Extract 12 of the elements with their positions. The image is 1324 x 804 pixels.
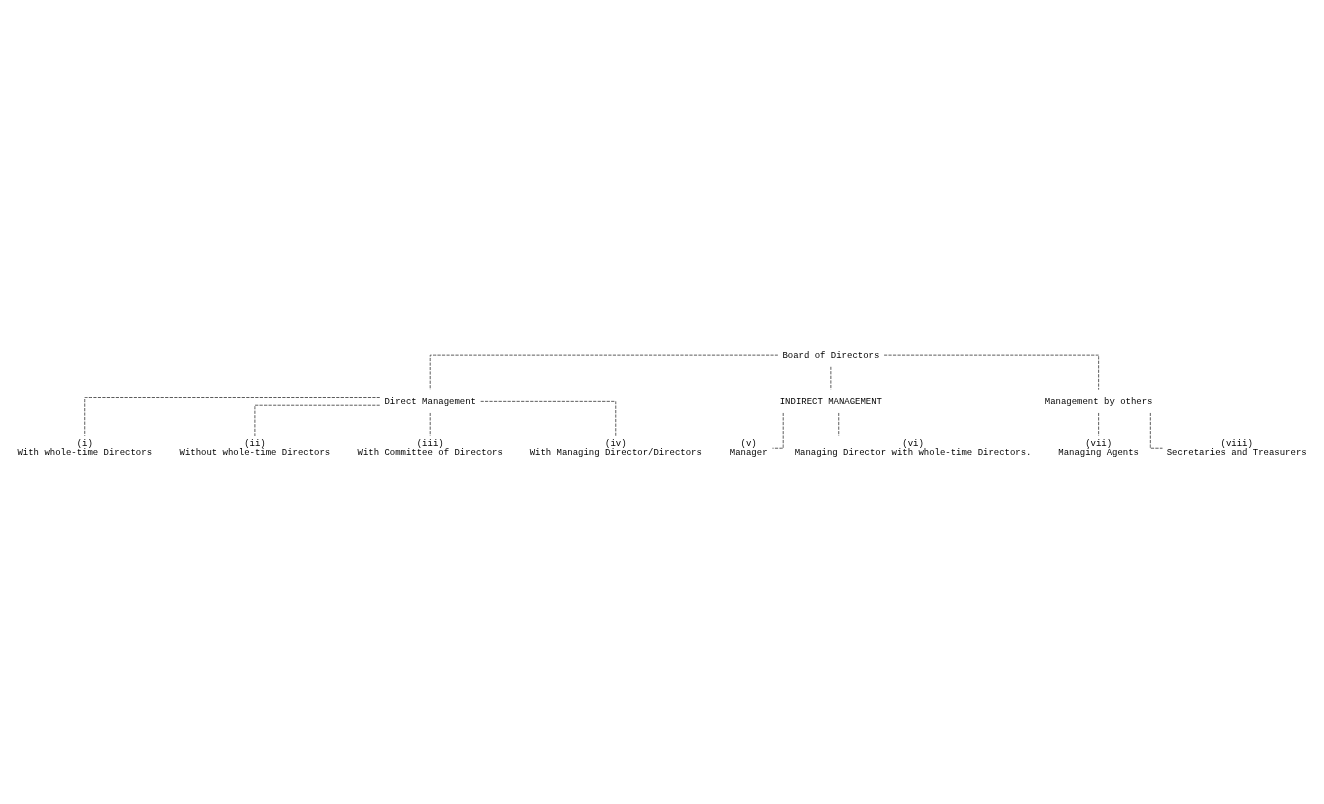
node-text: INDIRECT MANAGEMENT — [779, 396, 883, 407]
node-text: Direct Management — [384, 396, 476, 407]
node-text: Board of Directors — [782, 350, 880, 361]
node-text: (vii) Managing Agents — [1058, 438, 1139, 459]
node-text: (ii) Without whole-time Directors — [179, 438, 331, 459]
node-text: Management by others — [1044, 396, 1153, 407]
node-text: (vi) Managing Director with whole-time Directors. — [794, 438, 1032, 459]
node-text: (i) With whole-time Directors — [17, 438, 153, 459]
node-text: (iv) With Managing Director/Directors — [529, 438, 702, 459]
node-text: (viii) Secretaries and Treasurers — [1166, 438, 1307, 459]
node-text: (iii) With Committee of Directors — [357, 438, 503, 459]
node-text: (v) Manager — [729, 438, 768, 459]
